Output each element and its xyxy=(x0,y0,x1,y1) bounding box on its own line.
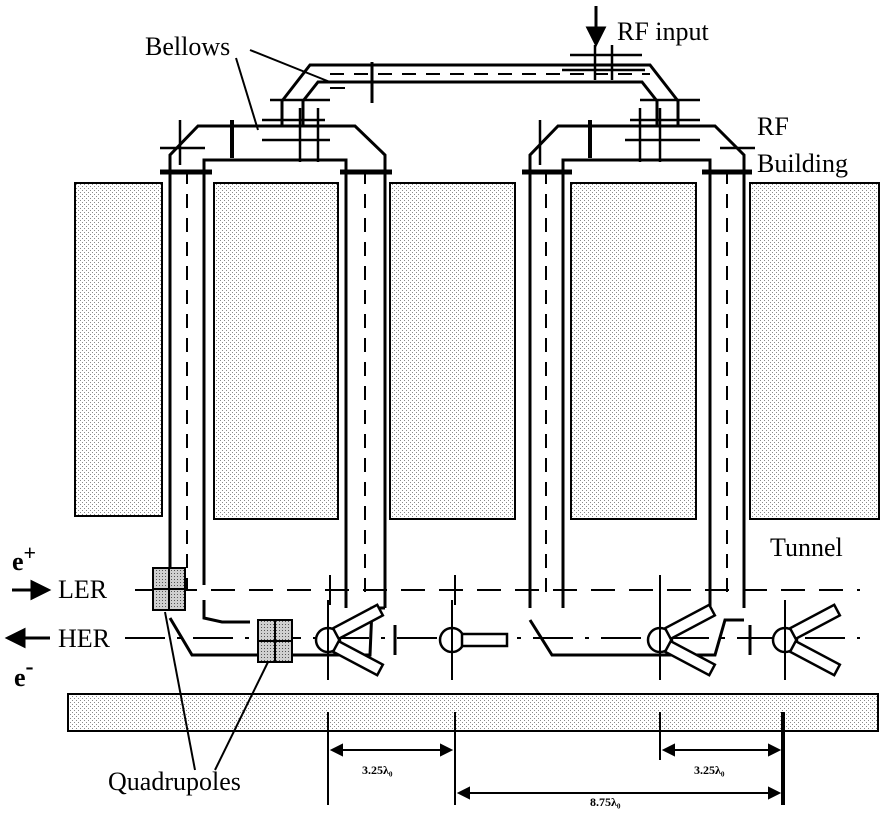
quadrupoles-label: Quadrupoles xyxy=(108,767,241,796)
quadrupole-magnets xyxy=(152,567,293,663)
bellows-label: Bellows xyxy=(145,32,230,61)
top-waveguide-bridge xyxy=(280,62,680,103)
leader-lines xyxy=(164,49,331,771)
rf-building-label-line2: Building xyxy=(757,149,848,178)
cavity-4 xyxy=(771,600,842,680)
dimension-left-label: 3.25λ₀ xyxy=(362,763,393,777)
her-label: HER xyxy=(58,624,111,653)
building-block-4 xyxy=(570,182,697,520)
cavity-3 xyxy=(646,600,717,680)
rf-building-label-line1: RF xyxy=(757,112,789,141)
dimension-lines xyxy=(327,712,785,805)
beam-arrows xyxy=(4,579,52,649)
right-waveguide-loop xyxy=(528,101,746,657)
ler-arrowhead xyxy=(30,579,52,601)
building-block-1 xyxy=(74,182,163,517)
e-plus-label: e+ xyxy=(12,540,36,576)
building-block-3 xyxy=(389,182,516,520)
dimension-middle-label: 8.75λ₀ xyxy=(590,795,621,809)
ler-label: LER xyxy=(58,575,108,604)
e-minus-label: e- xyxy=(14,654,34,692)
tunnel-label: Tunnel xyxy=(770,533,843,562)
cavity-1 xyxy=(314,600,385,680)
rf-cavities xyxy=(314,600,842,680)
dimension-right-label: 3.25λ₀ xyxy=(694,763,725,777)
rf-building-blocks xyxy=(74,182,880,520)
rf-input-label: RF input xyxy=(617,17,710,46)
her-arrowhead xyxy=(4,627,26,649)
flanges xyxy=(160,45,755,175)
beamline-flange-marks xyxy=(329,575,752,655)
text-labels: Bellows RF input RF Building Tunnel LER … xyxy=(12,17,848,809)
rf-input-arrow xyxy=(585,6,607,48)
building-block-2 xyxy=(213,182,339,520)
left-waveguide-loop xyxy=(168,101,387,657)
building-block-5 xyxy=(749,182,880,520)
tunnel-floor-slab xyxy=(67,693,879,732)
waveguide-centerlines xyxy=(186,73,728,600)
cavity-2 xyxy=(438,600,509,680)
